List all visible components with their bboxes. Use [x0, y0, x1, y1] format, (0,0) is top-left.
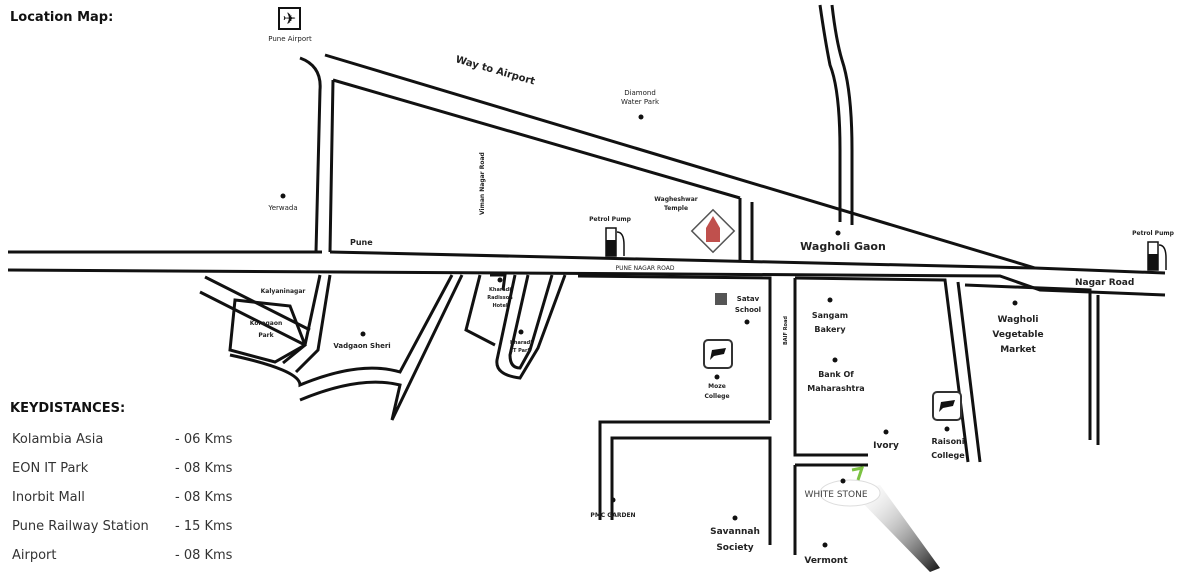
key-distance-name: Pune Railway Station — [12, 519, 149, 534]
key-distance-row: Kolambia Asia - 06 Kms — [12, 432, 232, 447]
key-distance-name: Kolambia Asia — [12, 432, 104, 447]
school-icon — [715, 293, 727, 305]
label-satav-school: Satav — [737, 295, 760, 303]
label-yerwada: Yerwada — [267, 204, 297, 212]
label-wagheshwar-temple: Wagheshwar — [654, 196, 698, 203]
road-airport-bottom — [332, 78, 741, 200]
key-distance-name: Inorbit Mall — [12, 490, 85, 505]
svg-text:✈: ✈ — [283, 9, 296, 28]
map-title: Location Map: — [10, 10, 114, 25]
label-petrol-pump: Petrol Pump — [589, 216, 631, 223]
project-beam — [850, 485, 940, 572]
airplane-icon: ✈ — [278, 7, 301, 30]
road-pune-nagar-bottom — [7, 268, 1166, 297]
road-vegetable — [964, 283, 1100, 445]
key-distance-row: EON IT Park - 08 Kms — [12, 461, 232, 476]
road-koregaon-block — [228, 298, 307, 364]
key-distance-name: Airport — [12, 548, 57, 563]
key-distance-value: - 08 Kms — [175, 490, 233, 505]
label-diamond-water-park-2: Water Park — [621, 98, 660, 106]
label-petrol-pump-right: Petrol Pump — [1132, 230, 1174, 237]
place-labels: Pune Airport Way to Airport Diamond Wate… — [250, 35, 1175, 566]
label-radisson-3: Hotel — [492, 303, 507, 309]
label-kalyaninagar: Kalyaninagar — [261, 288, 306, 295]
road-baif — [793, 278, 868, 555]
key-distance-value: - 08 Kms — [175, 461, 233, 476]
road-north-top — [738, 198, 754, 262]
road-kharadi — [464, 273, 507, 347]
label-savannah-society: Savannah — [710, 527, 760, 537]
label-kharadi-it-park: Kharadi — [510, 340, 532, 346]
label-vermont: Vermont — [804, 556, 848, 566]
label-pune-nagar-road: PUNE NAGAR ROAD — [615, 265, 674, 272]
road-vadgaon — [229, 274, 464, 421]
temple-icon — [690, 208, 736, 254]
label-bank-of-maharashtra: Bank Of — [818, 370, 854, 379]
label-radisson-2: Radisson — [487, 295, 513, 301]
label-vadgaon-sheri: Vadgaon Sheri — [333, 342, 390, 350]
label-wagholi-gaon: Wagholi Gaon — [800, 240, 886, 253]
college-icon-moze — [703, 339, 733, 369]
key-distance-value: - 06 Kms — [175, 432, 233, 447]
label-raisoni-college: Raisoni — [932, 437, 965, 446]
road-airport-left — [299, 56, 335, 253]
label-way-to-airport: Way to Airport — [454, 54, 536, 87]
label-pmc-garden: PMC GARDEN — [590, 512, 635, 519]
road-airport-top — [324, 53, 1036, 270]
label-nagar-road: Nagar Road — [1075, 278, 1134, 288]
road-kharadi-itpark — [495, 274, 567, 380]
label-diamond-water-park: Diamond — [624, 89, 656, 97]
road-satav — [577, 274, 772, 545]
label-moze-college: Moze — [708, 383, 726, 390]
label-viman-nagar-road: Viman Nagar Road — [479, 152, 486, 215]
road-north-curve — [818, 4, 854, 225]
location-pin-icon — [851, 466, 865, 481]
label-koregaon-park-2: Park — [258, 332, 274, 339]
key-distances-heading: KEYDISTANCES: — [10, 401, 126, 416]
label-wagheshwar-temple-2: Temple — [664, 205, 688, 212]
label-bank-of-maharashtra-2: Maharashtra — [807, 384, 864, 393]
label-savannah-society-2: Society — [716, 543, 753, 553]
label-kharadi-it-park-2: IT Park — [511, 348, 531, 354]
petrol-pump-icon — [605, 227, 625, 257]
label-koregaon-park: Koregaon — [250, 320, 282, 327]
label-raisoni-college-2: College — [931, 451, 965, 460]
label-vegetable-market-3: Market — [1000, 345, 1036, 355]
label-vegetable-market: Wagholi — [998, 315, 1039, 325]
label-pune-airport: Pune Airport — [268, 35, 312, 43]
label-white-stone: WHITE STONE — [804, 490, 867, 500]
label-sangam-bakery-2: Bakery — [814, 325, 846, 334]
key-distance-name: EON IT Park — [12, 461, 89, 476]
key-distance-row: Inorbit Mall - 08 Kms — [12, 490, 232, 505]
label-pune: Pune — [350, 238, 373, 247]
label-ivory: Ivory — [873, 441, 899, 451]
label-vegetable-market-2: Vegetable — [992, 330, 1043, 340]
label-moze-college-2: College — [704, 393, 729, 400]
key-distance-value: - 08 Kms — [175, 548, 233, 563]
label-baif-road: BAIF Road — [783, 316, 789, 345]
place-markers — [280, 114, 1018, 548]
key-distance-value: - 15 Kms — [175, 519, 233, 534]
label-sangam-bakery: Sangam — [812, 311, 848, 320]
label-satav-school-2: School — [735, 306, 761, 314]
petrol-pump-icon-right — [1147, 241, 1167, 271]
project-badge — [819, 479, 881, 507]
college-icon-raisoni — [932, 391, 962, 421]
key-distance-row: Pune Railway Station - 15 Kms — [12, 519, 232, 534]
label-radisson: Kharadi — [489, 287, 511, 293]
key-distance-row: Airport - 08 Kms — [12, 548, 232, 563]
